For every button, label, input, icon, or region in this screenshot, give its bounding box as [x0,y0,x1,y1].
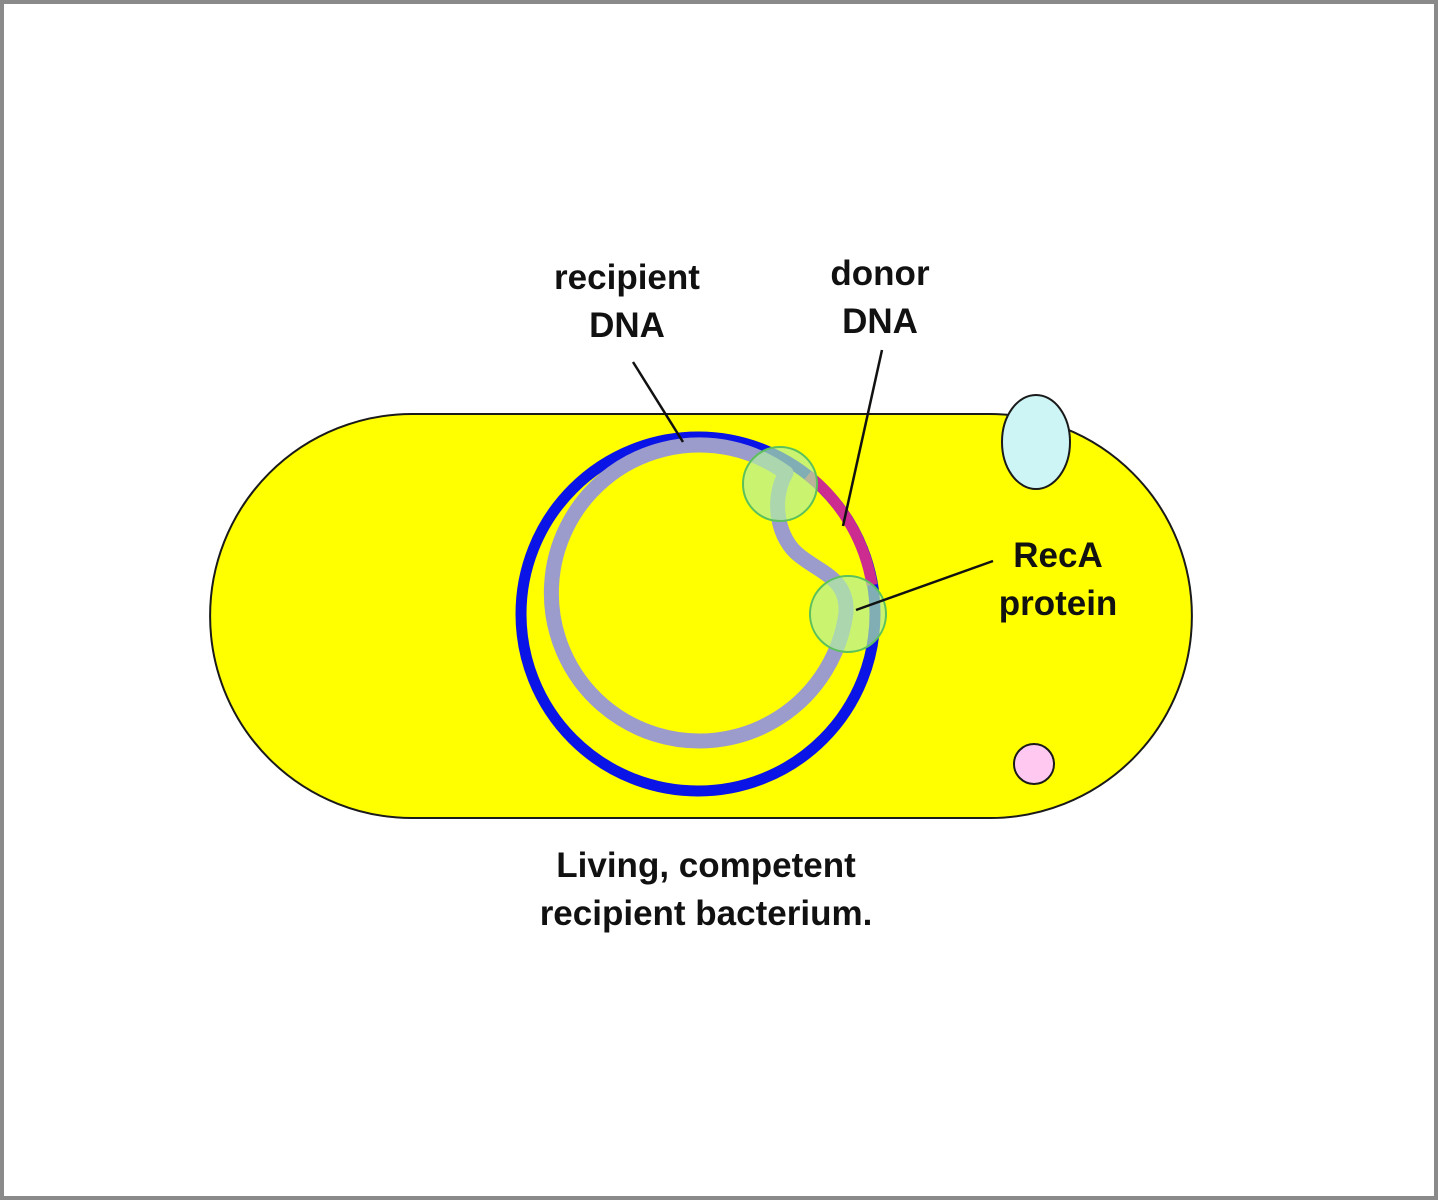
reca-protein-label: RecA protein [998,536,1118,623]
donor-dna-segment [804,470,878,586]
reca-leader-line [855,559,994,612]
donor-dna-leader-line [841,349,884,527]
reca-protein-1 [742,446,818,522]
reca-protein-2 [809,575,887,653]
pink-vesicle [1013,743,1055,785]
bacterium-caption: Living, competent recipient bacterium. [539,846,873,933]
donor-dna-label: donor DNA [830,254,930,341]
bacterium-cell [209,413,1193,819]
recipient-dna-leader-line [631,361,685,443]
blue-vesicle [1001,394,1071,490]
recipient-dna-label: recipient DNA [554,258,700,345]
recipient-dna-inner-strand [543,437,854,749]
